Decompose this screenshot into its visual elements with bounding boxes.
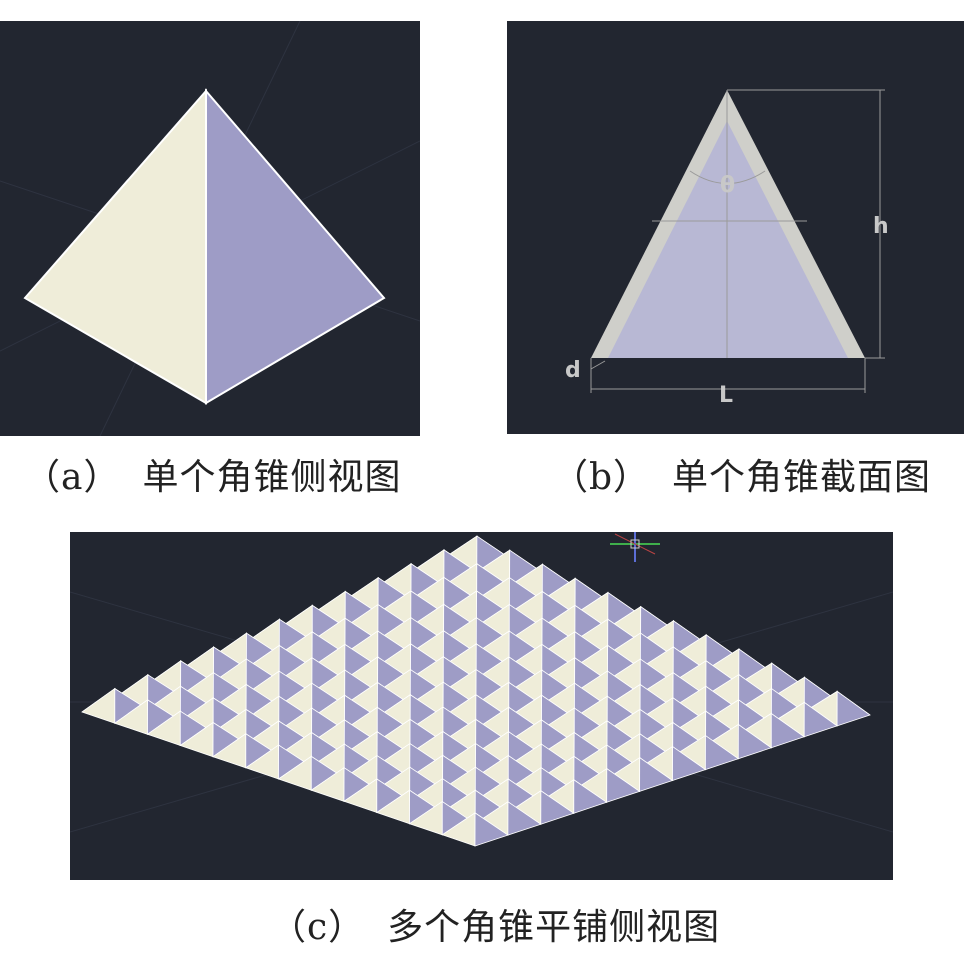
panel-tiled-pyramids-side-view [70,532,893,880]
l-label: L [719,383,733,408]
pyramid-tile-face [704,734,740,771]
caption-b-mark: （b） [552,457,651,498]
d-label: d [565,358,581,383]
theta-arc [689,170,766,184]
caption-a-text: 单个角锥侧视图 [142,457,402,498]
pyramid-tile-grid [81,535,871,847]
h-label: h [873,214,889,239]
pyramid-tile-face [672,745,707,782]
pyramid-tile-face [803,701,838,738]
pyramid-tile-face [836,690,871,727]
caption-a: （a） 单个角锥侧视图 [24,448,401,500]
caption-b-text: 单个角锥截面图 [672,457,932,498]
pyramid-right-face [205,88,386,405]
panel-single-pyramid-side-view [0,21,420,436]
tiled-pyramids-drawing [70,532,893,847]
pyramid-tile-face [639,756,674,792]
caption-c-text: 多个角锥平铺侧视图 [387,907,721,948]
pyramid-tile-face [770,712,806,749]
pyramid-tile-face [606,767,641,803]
theta-label: θ [720,173,735,198]
pyramid-tile-face [474,812,509,847]
pyramid-section-fill [608,121,848,358]
pyramid-cross-section-drawing: θ h d L [565,89,889,408]
caption-b: （b） 单个角锥截面图 [552,448,931,500]
caption-a-mark: （a） [24,457,121,498]
caption-c: （c） 多个角锥平铺侧视图 [270,898,720,950]
caption-c-mark: （c） [270,907,366,948]
pyramid-tile-face [573,779,608,814]
ucs-axis-icon [610,532,660,562]
pyramid-left-face [23,88,207,405]
pyramid-tile-face [737,723,773,760]
pyramid-side-view-drawing [0,21,420,436]
d-leader-line [590,360,606,370]
pyramid-tile-face [81,687,116,724]
pyramid-tile-face [507,801,542,836]
pyramid-tile-face [540,790,575,825]
panel-single-pyramid-cross-section: θ h d L [507,21,964,434]
